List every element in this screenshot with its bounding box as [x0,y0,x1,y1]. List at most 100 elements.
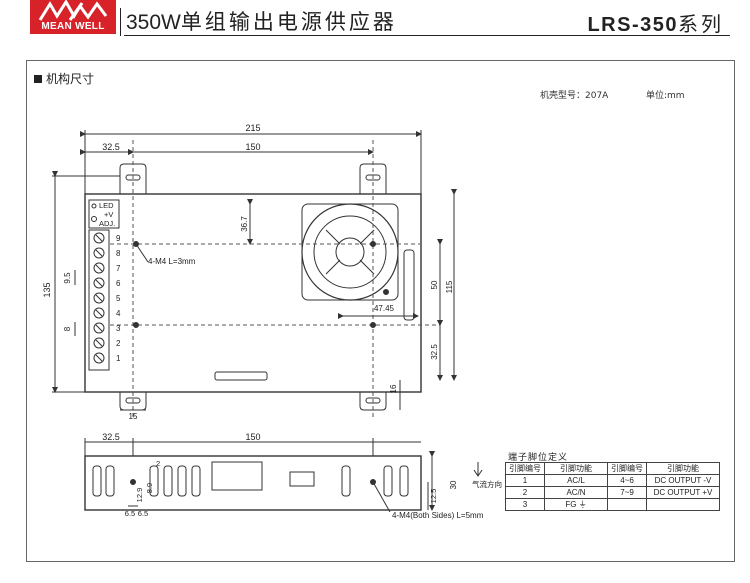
header-cell: 引脚功能 [544,462,608,475]
terminal-screw-icon [93,322,105,334]
terminal-screw-icon [93,247,105,259]
dim-tab-width: 15 [129,412,138,421]
table-cell: 2 [505,486,545,499]
side-dim-8-9: 8.9 [145,483,154,493]
fan-grille [301,203,399,301]
terminal-number: 8 [116,249,121,258]
terminal-number: 7 [116,264,121,273]
chassis-outline [84,193,422,393]
series-model: LRS-350 [587,14,678,36]
side-outline [84,455,422,511]
table-header-row: 引脚编号 引脚功能 引脚编号 引脚功能 [505,462,720,475]
bottom-slot [214,371,268,381]
title-power: 350W [126,11,181,34]
side-dim-2: 2 [156,459,160,468]
brand-logo: MEAN WELL [30,0,116,34]
side-screw-holes [130,479,376,485]
side-screw-note: 4-M4(Both Sides) L=5mm [392,511,484,520]
screw-slot [95,279,103,287]
screw-slot [95,234,103,242]
side-vents [92,465,409,497]
side-dim-12-9: 12.9 [135,488,144,503]
terminal-screw-icon [93,277,105,289]
header: MEAN WELL 350W单组输出电源供应器 LRS-350系列 [0,0,750,40]
side-dim-height: 30 [449,480,458,489]
screw-slot [95,354,103,362]
pin-table-title: 端子脚位定义 [508,453,569,463]
dim-overall-width: 135 [42,282,52,297]
table-cell: 1 [505,474,545,487]
square-bullet-icon [34,75,42,83]
table-cell: 7~9 [607,486,647,499]
side-window [211,461,263,491]
terminal-number: 6 [116,279,121,288]
table-row: 3 FG ⏚ [505,498,720,511]
screw-holes [133,241,389,328]
brand-name: MEAN WELL [41,21,105,32]
table-cell [607,498,647,511]
side-slot [289,471,315,487]
screw-slot [95,339,103,347]
table-cell: 3 [505,498,545,511]
section-heading: 机构尺寸 [34,70,94,87]
screw-slot [95,294,103,302]
side-dim-6-5-a: 6.5 [125,509,135,518]
dim-terminal-size: 8 [63,326,72,331]
terminal-number: 2 [116,339,121,348]
dim-fan-offset: 36.7 [240,216,249,232]
drawing-frame [26,60,735,562]
terminal-screw-icon [93,307,105,319]
table-cell: DC OUTPUT +V [646,486,720,499]
page-title: 350W单组输出电源供应器 [126,6,397,36]
dim-left-offset: 32.5 [102,142,120,152]
header-cell: 引脚编号 [505,462,545,475]
v-adj-label: +V [104,210,113,219]
screw-slot [95,249,103,257]
table-cell: AC/L [544,474,608,487]
dim-overall-length: 215 [245,123,260,133]
terminal-screw-icon [93,232,105,244]
terminal-screws [93,232,105,364]
terminal-screw-icon [93,337,105,349]
terminal-screw-icon [93,292,105,304]
top-view [52,130,457,420]
dim-hole-spacing: 150 [245,142,260,152]
led-adj-area [88,199,120,229]
side-view [84,438,483,513]
dim-fan-hole: 47.45 [374,304,395,313]
fan-ring [313,215,387,289]
terminal-number: 9 [116,234,121,243]
table-cell [646,498,720,511]
terminal-number: 4 [116,309,121,318]
case-model: 机壳型号：207A [540,91,609,101]
logo-mark [38,0,108,21]
terminal-screw-icon [93,262,105,274]
table-row: 1 AC/L 4~6 DC OUTPUT -V [505,474,720,487]
terminal-number: 1 [116,354,121,363]
fan-hub [335,237,365,267]
adj-label: ADJ. [99,219,115,228]
side-dim-holes: 150 [245,432,260,442]
side-dim-12-5: 12.5 [429,489,438,504]
table-cell: FG ⏚ [544,498,608,511]
side-vent [403,249,415,321]
airflow-label: 气流方向 [472,479,502,489]
dim-terminal-pitch: 9.5 [63,272,72,284]
dim-hole-vertical: 50 [430,280,439,289]
header-rule [124,35,730,36]
screw-slot [95,309,103,317]
table-row: 2 AC/N 7~9 DC OUTPUT +V [505,486,720,499]
section-label: 机构尺寸 [46,72,95,86]
screw-slot [95,264,103,272]
header-cell: 引脚编号 [607,462,647,475]
terminal-screw-icon [93,352,105,364]
adj-pot-icon [91,216,97,222]
terminal-number: 5 [116,294,121,303]
title-description: 单组输出电源供应器 [180,11,397,34]
table-cell: 4~6 [607,474,647,487]
pin-assignment-table: 引脚编号 引脚功能 引脚编号 引脚功能 1 AC/L 4~6 DC OUTPUT… [505,462,720,511]
led-label: LED [99,201,114,210]
